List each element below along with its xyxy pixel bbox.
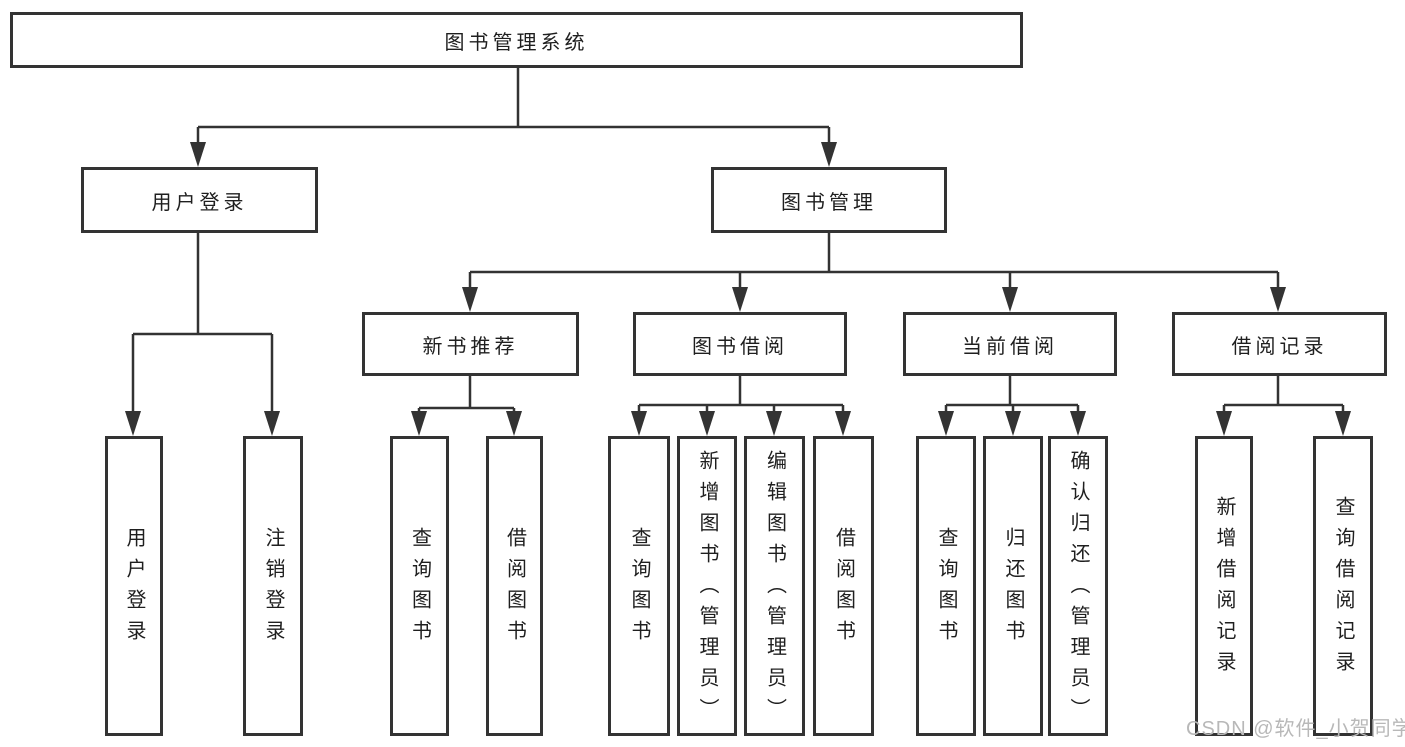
leaf-query-books-recommend: 查询图书	[390, 436, 449, 736]
node-borrow-records: 借阅记录	[1172, 312, 1387, 376]
connector-user-login	[131, 233, 274, 415]
csdn-watermark: CSDN @软件_小贺同学	[1186, 718, 1405, 740]
leaf-confirm-return-admin: 确认归还（管理员）	[1048, 436, 1108, 736]
node-user-login: 用户登录	[81, 167, 318, 233]
leaf-logout: 注销登录	[243, 436, 303, 736]
leaf-query-books-borrow: 查询图书	[608, 436, 670, 736]
leaf-edit-book-admin: 编辑图书（管理员）	[744, 436, 805, 736]
leaf-add-book-admin: 新增图书（管理员）	[677, 436, 737, 736]
leaf-add-borrow-record: 新增借阅记录	[1195, 436, 1253, 736]
node-new-book-recommend: 新书推荐	[362, 312, 579, 376]
connector-book-borrow	[637, 376, 845, 415]
node-book-borrow: 图书借阅	[633, 312, 847, 376]
connector-root	[196, 68, 831, 146]
node-current-borrow: 当前借阅	[903, 312, 1117, 376]
node-book-management: 图书管理	[711, 167, 947, 233]
connector-book-management	[468, 233, 1280, 291]
leaf-query-borrow-record: 查询借阅记录	[1313, 436, 1373, 736]
connector-borrow-records	[1222, 376, 1345, 415]
arrowheads	[125, 142, 1351, 436]
leaf-user-login: 用户登录	[105, 436, 163, 736]
connector-new-book	[417, 376, 516, 415]
leaf-borrow-books-recommend: 借阅图书	[486, 436, 543, 736]
leaf-return-book: 归还图书	[983, 436, 1043, 736]
leaf-borrow-books: 借阅图书	[813, 436, 874, 736]
node-root: 图书管理系统	[10, 12, 1023, 68]
leaf-query-books-current: 查询图书	[916, 436, 976, 736]
connector-current-borrow	[944, 376, 1080, 415]
